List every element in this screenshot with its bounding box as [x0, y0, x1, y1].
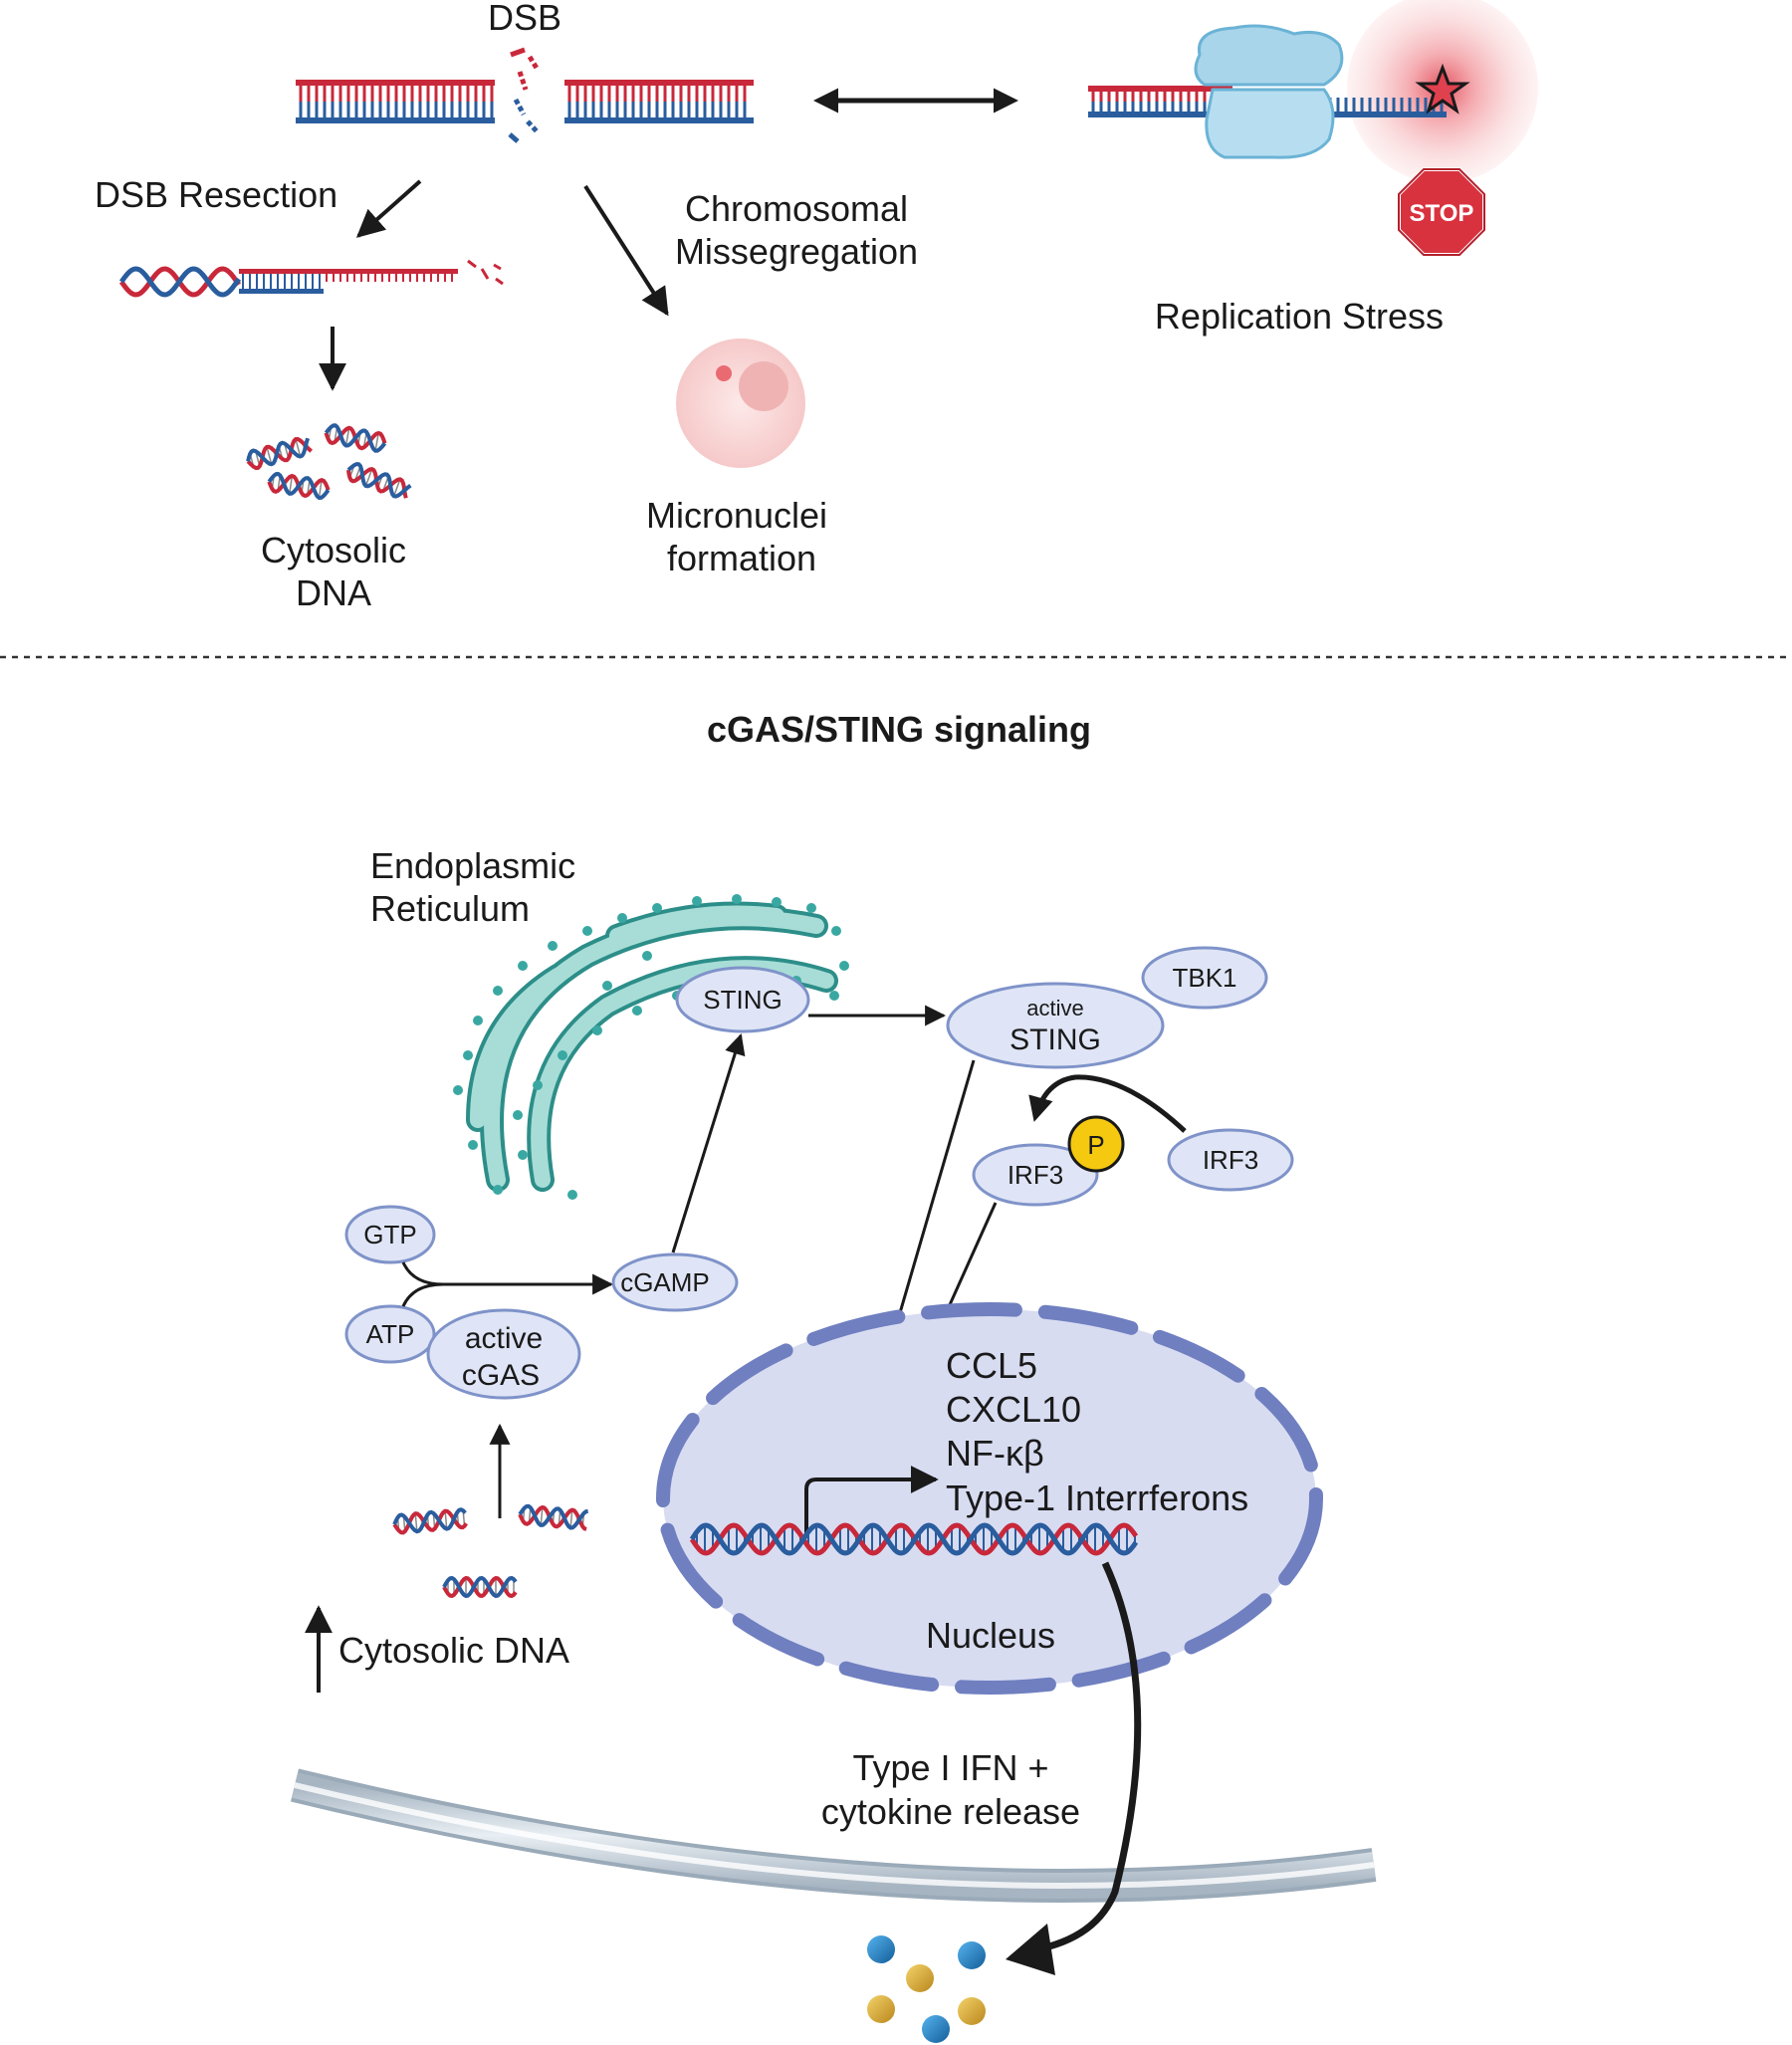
- tbk1-label: TBK1: [1172, 963, 1236, 993]
- polymerase-top: [1194, 24, 1344, 87]
- release-label-line2: cytokine release: [821, 1791, 1080, 1832]
- er-label-line2: Reticulum: [370, 888, 530, 929]
- phosphate-badge: [1067, 1115, 1125, 1173]
- dna-fragment-icon: [324, 423, 387, 453]
- phosphate-label: P: [1087, 1130, 1104, 1160]
- resection-arrow: [355, 179, 422, 238]
- tbk1-oval: [1141, 946, 1268, 1010]
- cytosolic-dna-fragments-bottom: [392, 1503, 588, 1599]
- nucleus-label: Nucleus: [926, 1615, 1055, 1656]
- active-cgas-line2: cGAS: [462, 1359, 540, 1392]
- cytosolic-dna-label: Cytosolic DNA: [338, 1630, 569, 1671]
- resected-dna: [118, 259, 504, 298]
- dna-fragment-icon: [392, 1507, 468, 1535]
- replication-fork: STOP: [1088, 0, 1538, 257]
- sting-label: STING: [703, 985, 782, 1015]
- dna-fragment-icon: [246, 436, 313, 471]
- cgamp-to-sting-arrow: [671, 1032, 746, 1253]
- dsb-break-fragments: [508, 47, 541, 143]
- endoplasmic-reticulum-icon: [453, 894, 849, 1200]
- atp-oval: [344, 1304, 436, 1364]
- sting-oval: [675, 966, 810, 1033]
- lesion-star-icon: [1415, 63, 1470, 114]
- dsb-resection-label: DSB Resection: [95, 174, 337, 215]
- nucleus: [656, 1302, 1323, 1695]
- gene-item: NF-κβ: [946, 1433, 1044, 1474]
- cytosolic-label-line2: DNA: [296, 572, 371, 613]
- irf3-oval: [1167, 1128, 1294, 1192]
- dna-fragment-icon: [267, 471, 331, 501]
- replication-stress-label: Replication Stress: [1155, 296, 1444, 337]
- irf3-phospho-label: IRF3: [1008, 1160, 1063, 1190]
- missegregation-arrow: [583, 184, 669, 317]
- gtp-label: GTP: [363, 1220, 416, 1250]
- polymerase-bottom: [1205, 88, 1335, 159]
- plasma-membrane: [290, 1768, 1377, 1903]
- cytosolic-label-line1: Cytosolic: [261, 530, 406, 570]
- active-cgas-line1: active: [465, 1322, 543, 1355]
- gene-item: Type-1 Interrferons: [946, 1477, 1248, 1518]
- cgamp-label: cGAMP: [620, 1267, 710, 1297]
- secretion-arrow: [1024, 1561, 1142, 1955]
- section-title: cGAS/STING signaling: [707, 709, 1091, 750]
- transcription-arrow: [804, 1466, 939, 1538]
- substrate-merge-lines: [401, 1261, 444, 1307]
- nuclear-dna-helix: [689, 1522, 1139, 1556]
- irf3-phosphorylation-arrow: [1028, 1074, 1187, 1133]
- dsb-label: DSB: [488, 0, 561, 38]
- er-label-line1: Endoplasmic: [370, 845, 575, 886]
- stop-sign-text: STOP: [1410, 200, 1474, 227]
- micronuclei-label-line2: formation: [667, 538, 816, 578]
- active-cgas-oval: [426, 1308, 581, 1400]
- irf3-label: IRF3: [1203, 1145, 1258, 1175]
- active-sting-oval: [946, 982, 1165, 1069]
- dna-fragment-icon: [345, 461, 412, 499]
- chromosomal-label-line2: Missegregation: [675, 231, 918, 272]
- dsb-duplex-left: [296, 80, 495, 123]
- chromosomal-label-line1: Chromosomal: [685, 188, 908, 229]
- dna-fragment-icon: [442, 1575, 518, 1599]
- release-label-line1: Type I IFN +: [852, 1747, 1048, 1788]
- active-sting-big-label: STING: [1009, 1023, 1101, 1056]
- micronucleus-cell-icon: [676, 339, 805, 468]
- cytosolic-dna-fragments-top: [246, 423, 412, 501]
- cytokine-particles: [867, 1935, 986, 2043]
- gene-item: CCL5: [946, 1345, 1037, 1386]
- gene-list: CCL5 CXCL10 NF-κβ Type-1 Interrferons: [946, 1345, 1248, 1518]
- irf3-phospho-oval: [972, 1143, 1099, 1207]
- gtp-oval: [344, 1205, 436, 1264]
- dna-fragment-icon: [518, 1503, 588, 1531]
- micronuclei-label-line1: Micronuclei: [646, 495, 827, 536]
- active-sting-small-label: active: [1026, 996, 1083, 1021]
- cgamp-oval: [611, 1252, 739, 1312]
- secretion-arrowhead: [1006, 1924, 1055, 1975]
- dsb-duplex-right: [564, 80, 754, 123]
- atp-label: ATP: [366, 1319, 415, 1349]
- stop-sign-icon: STOP: [1397, 167, 1486, 257]
- gene-item: CXCL10: [946, 1389, 1081, 1430]
